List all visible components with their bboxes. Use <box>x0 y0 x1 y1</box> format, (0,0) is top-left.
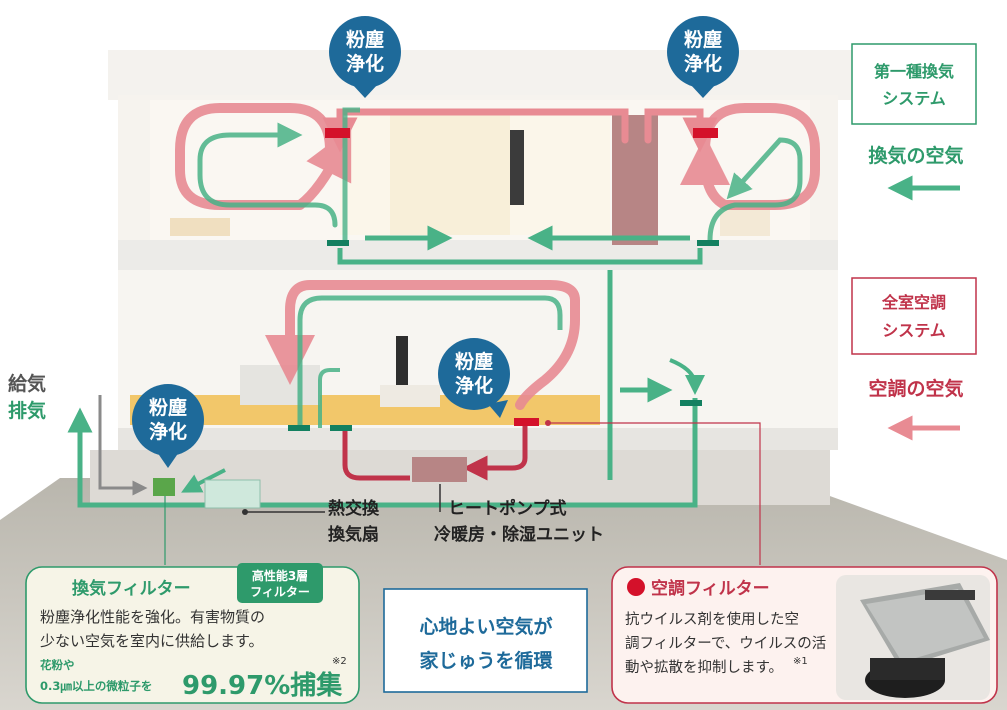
svg-text:システム: システム <box>882 321 946 340</box>
svg-text:粉塵: 粉塵 <box>346 28 384 51</box>
svg-text:冷暖房・除湿ユニット: 冷暖房・除湿ユニット <box>434 524 604 545</box>
svg-text:浄化: 浄化 <box>346 52 384 75</box>
svg-text:家じゅうを循環: 家じゅうを循環 <box>419 649 553 672</box>
legend-ventilation: 第一種換気 システム 換気の空気 <box>851 43 977 201</box>
aircon-filter-photo <box>836 575 990 700</box>
svg-text:浄化: 浄化 <box>149 420 187 443</box>
svg-text:全室空調: 全室空調 <box>881 293 946 312</box>
panel-title: 換気フィルター <box>72 578 191 599</box>
svg-text:第一種換気: 第一種換気 <box>874 62 954 81</box>
dust-bubble-1: 粉塵 浄化 <box>329 16 401 98</box>
svg-text:フィルター: フィルター <box>250 585 310 599</box>
intake-label: 給気 <box>8 372 46 395</box>
dust-bubble-4: 粉塵 浄化 <box>132 384 204 468</box>
heat-exchanger-fan <box>204 479 261 509</box>
svg-text:浄化: 浄化 <box>455 374 493 397</box>
svg-text:調フィルターで、ウイルスの活: 調フィルターで、ウイルスの活 <box>625 635 826 652</box>
center-message-box: 心地よい空気が 家じゅうを循環 <box>383 588 588 693</box>
svg-text:粉塵: 粉塵 <box>455 350 493 373</box>
legend-aircon: 全室空調 システム 空調の空気 <box>851 277 977 441</box>
svg-text:抗ウイルス剤を使用した空: 抗ウイルス剤を使用した空 <box>625 611 799 628</box>
svg-text:システム: システム <box>882 89 946 108</box>
svg-text:空調フィルター: 空調フィルター <box>651 578 770 599</box>
svg-text:換気扇: 換気扇 <box>328 524 379 545</box>
svg-text:空調の空気: 空調の空気 <box>868 377 963 400</box>
svg-text:換気の空気: 換気の空気 <box>868 144 963 167</box>
house-structure <box>90 50 855 505</box>
heat-pump-unit <box>412 457 467 482</box>
dust-bubble-2: 粉塵 浄化 <box>667 16 739 98</box>
svg-text:高性能3層: 高性能3層 <box>252 568 308 583</box>
svg-text:少ない空気を室内に供給します。: 少ない空気を室内に供給します。 <box>40 632 264 650</box>
svg-text:粉塵: 粉塵 <box>149 396 187 419</box>
aircon-filter-panel: 空調フィルター 抗ウイルス剤を使用した空 調フィルターで、ウイルスの活 動や拡散… <box>611 566 998 704</box>
unit-label: ヒートポンプ式 <box>448 498 567 519</box>
red-dot-icon <box>627 578 645 596</box>
svg-text:浄化: 浄化 <box>684 52 722 75</box>
svg-text:心地よい空気が: 心地よい空気が <box>419 615 552 638</box>
svg-text:0.3㎛以上の微粒子を: 0.3㎛以上の微粒子を <box>40 679 152 693</box>
exhaust-label: 排気 <box>8 399 46 422</box>
capture-rate: 99.97%捕集 <box>182 670 343 701</box>
filter-tag <box>237 563 323 603</box>
svg-text:粉塵浄化性能を強化。有害物質の: 粉塵浄化性能を強化。有害物質の <box>40 608 265 626</box>
svg-text:動や拡散を抑制します。: 動や拡散を抑制します。 <box>625 659 783 676</box>
svg-text:粉塵: 粉塵 <box>684 28 722 51</box>
ventilation-filter-panel: 換気フィルター 高性能3層 フィルター 粉塵浄化性能を強化。有害物質の 少ない空… <box>25 563 360 704</box>
svg-text:※2: ※2 <box>332 656 347 667</box>
ventilation-filter-box <box>153 478 175 496</box>
fan-label: 熱交換 <box>328 498 380 519</box>
svg-text:※1: ※1 <box>793 656 808 667</box>
dust-bubble-3: 粉塵 浄化 <box>438 338 510 418</box>
svg-text:花粉や: 花粉や <box>40 658 75 672</box>
